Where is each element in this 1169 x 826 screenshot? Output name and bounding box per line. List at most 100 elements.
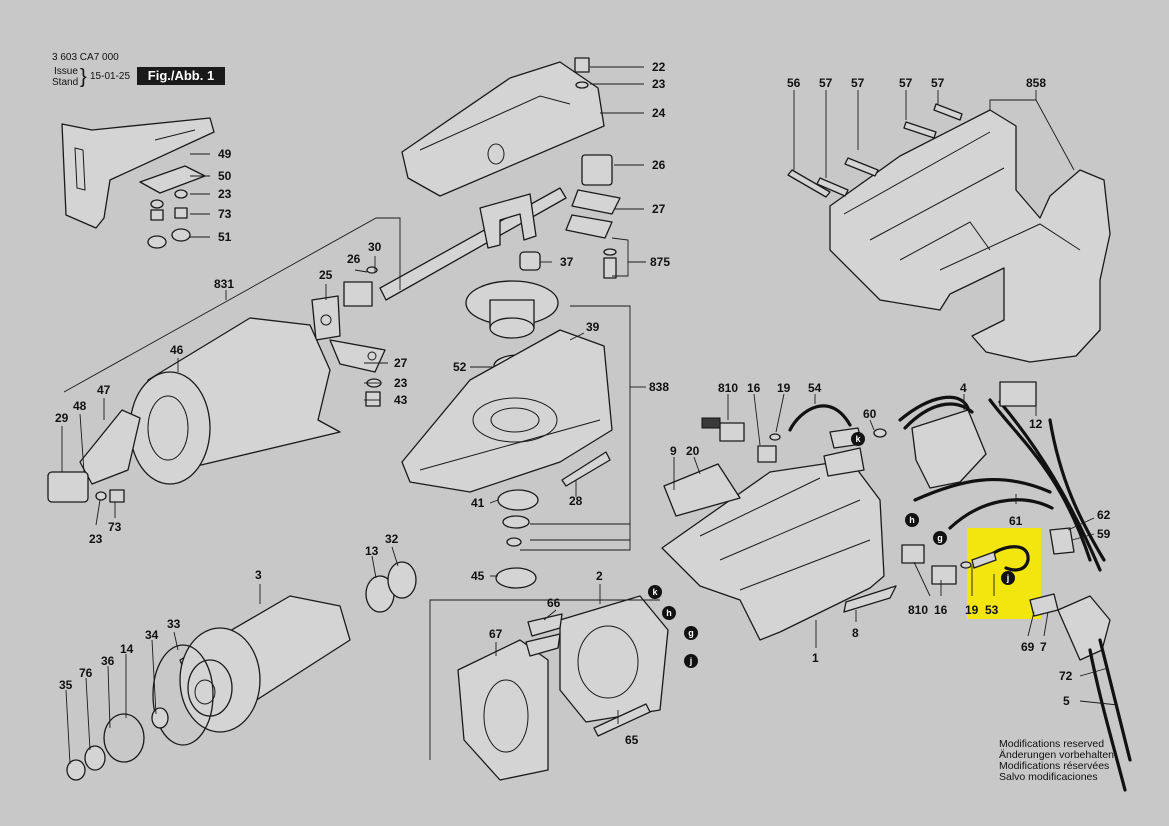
callout-57: 57	[819, 76, 833, 90]
callout-73: 73	[218, 207, 232, 221]
brace: }	[80, 66, 87, 88]
callout-69: 69	[1021, 640, 1035, 654]
callout-41: 41	[471, 496, 485, 510]
disclaimer-line: Salvo modificaciones	[999, 771, 1098, 783]
figure-label: Fig./Abb. 1	[137, 67, 225, 85]
callout-32: 32	[385, 532, 399, 546]
callout-67: 67	[489, 627, 503, 641]
callout-56: 56	[787, 76, 801, 90]
callout-53: 53	[985, 603, 999, 617]
connector-badge-h: h	[662, 606, 676, 620]
callout-28: 28	[569, 494, 583, 508]
connector-badge-g: g	[684, 626, 698, 640]
brush-parts	[701, 417, 1059, 617]
callout-19: 19	[965, 603, 979, 617]
callout-48: 48	[73, 399, 87, 413]
front-cover-24	[401, 57, 605, 197]
callout-57: 57	[899, 76, 913, 90]
callout-16: 16	[747, 381, 761, 395]
leader-lines	[61, 66, 1119, 765]
callout-72: 72	[1059, 669, 1073, 683]
modifications-disclaimer: Modifications reserved Änderungen vorbeh…	[999, 739, 1114, 783]
callout-26: 26	[347, 252, 361, 266]
callout-22: 22	[652, 60, 666, 74]
callout-16: 16	[934, 603, 948, 617]
issue-label: Issue	[54, 66, 78, 77]
callout-57: 57	[851, 76, 865, 90]
callout-875: 875	[650, 255, 671, 269]
callout-12: 12	[1029, 417, 1043, 431]
gear-housing-838	[401, 280, 613, 589]
callout-23: 23	[89, 532, 103, 546]
callout-810: 810	[718, 381, 739, 395]
callout-838: 838	[649, 380, 670, 394]
callout-27: 27	[394, 356, 408, 370]
callout-59: 59	[1097, 527, 1111, 541]
connector-badge-j: j	[684, 654, 698, 668]
callout-65: 65	[625, 733, 639, 747]
callout-39: 39	[586, 320, 600, 334]
field-and-baffle	[457, 595, 669, 781]
callout-37: 37	[560, 255, 574, 269]
plunger-assembly	[311, 187, 567, 407]
disclaimer-line: Modifications reserved	[999, 738, 1105, 750]
callout-810: 810	[908, 603, 929, 617]
connector-badge-g: g	[933, 531, 947, 545]
connector-badge-k: k	[851, 432, 865, 446]
connector-badge-j: j	[1001, 571, 1015, 585]
callout-20: 20	[686, 444, 700, 458]
callout-45: 45	[471, 569, 485, 583]
callout-7: 7	[1040, 640, 1047, 654]
callout-73: 73	[108, 520, 122, 534]
callout-50: 50	[218, 169, 232, 183]
connector-badge-k: k	[648, 585, 662, 599]
callout-24: 24	[652, 106, 666, 120]
callout-1: 1	[812, 651, 819, 665]
callout-14: 14	[120, 642, 134, 656]
callout-5: 5	[1063, 694, 1070, 708]
callout-23: 23	[652, 77, 666, 91]
callout-36: 36	[101, 654, 115, 668]
disclaimer-line: Änderungen vorbehalten	[999, 749, 1115, 761]
connector-badge-h: h	[905, 513, 919, 527]
callout-25: 25	[319, 268, 333, 282]
handle-housing-858	[787, 103, 1111, 363]
callout-62: 62	[1097, 508, 1111, 522]
callout-35: 35	[59, 678, 73, 692]
callout-34: 34	[145, 628, 159, 642]
motor-housing-1	[661, 447, 897, 641]
callout-26: 26	[652, 158, 666, 172]
guide-parts	[519, 154, 621, 279]
callout-43: 43	[394, 393, 408, 407]
callout-49: 49	[218, 147, 232, 161]
callout-8: 8	[852, 626, 859, 640]
callout-76: 76	[79, 666, 93, 680]
callout-4: 4	[960, 381, 967, 395]
armature-3	[66, 561, 417, 781]
callout-33: 33	[167, 617, 181, 631]
callout-60: 60	[863, 407, 877, 421]
callout-47: 47	[97, 383, 111, 397]
callout-54: 54	[808, 381, 822, 395]
callout-52: 52	[453, 360, 467, 374]
issue-date: 15-01-25	[90, 71, 131, 82]
callout-61: 61	[1009, 514, 1023, 528]
callout-51: 51	[218, 230, 232, 244]
switch-and-wiring	[788, 381, 1132, 792]
disclaimer-line: Modifications réservées	[999, 760, 1110, 772]
callout-9: 9	[670, 444, 677, 458]
callout-27: 27	[652, 202, 666, 216]
stand-label: Stand	[52, 77, 79, 88]
callout-831: 831	[214, 277, 235, 291]
callout-46: 46	[170, 343, 184, 357]
callout-858: 858	[1026, 76, 1047, 90]
callout-66: 66	[547, 596, 561, 610]
shoe-assembly	[61, 117, 215, 249]
callout-30: 30	[368, 240, 382, 254]
callout-23: 23	[394, 376, 408, 390]
callout-2: 2	[596, 569, 603, 583]
callout-57: 57	[931, 76, 945, 90]
drawing-number: 3 603 CA7 000	[52, 52, 119, 63]
